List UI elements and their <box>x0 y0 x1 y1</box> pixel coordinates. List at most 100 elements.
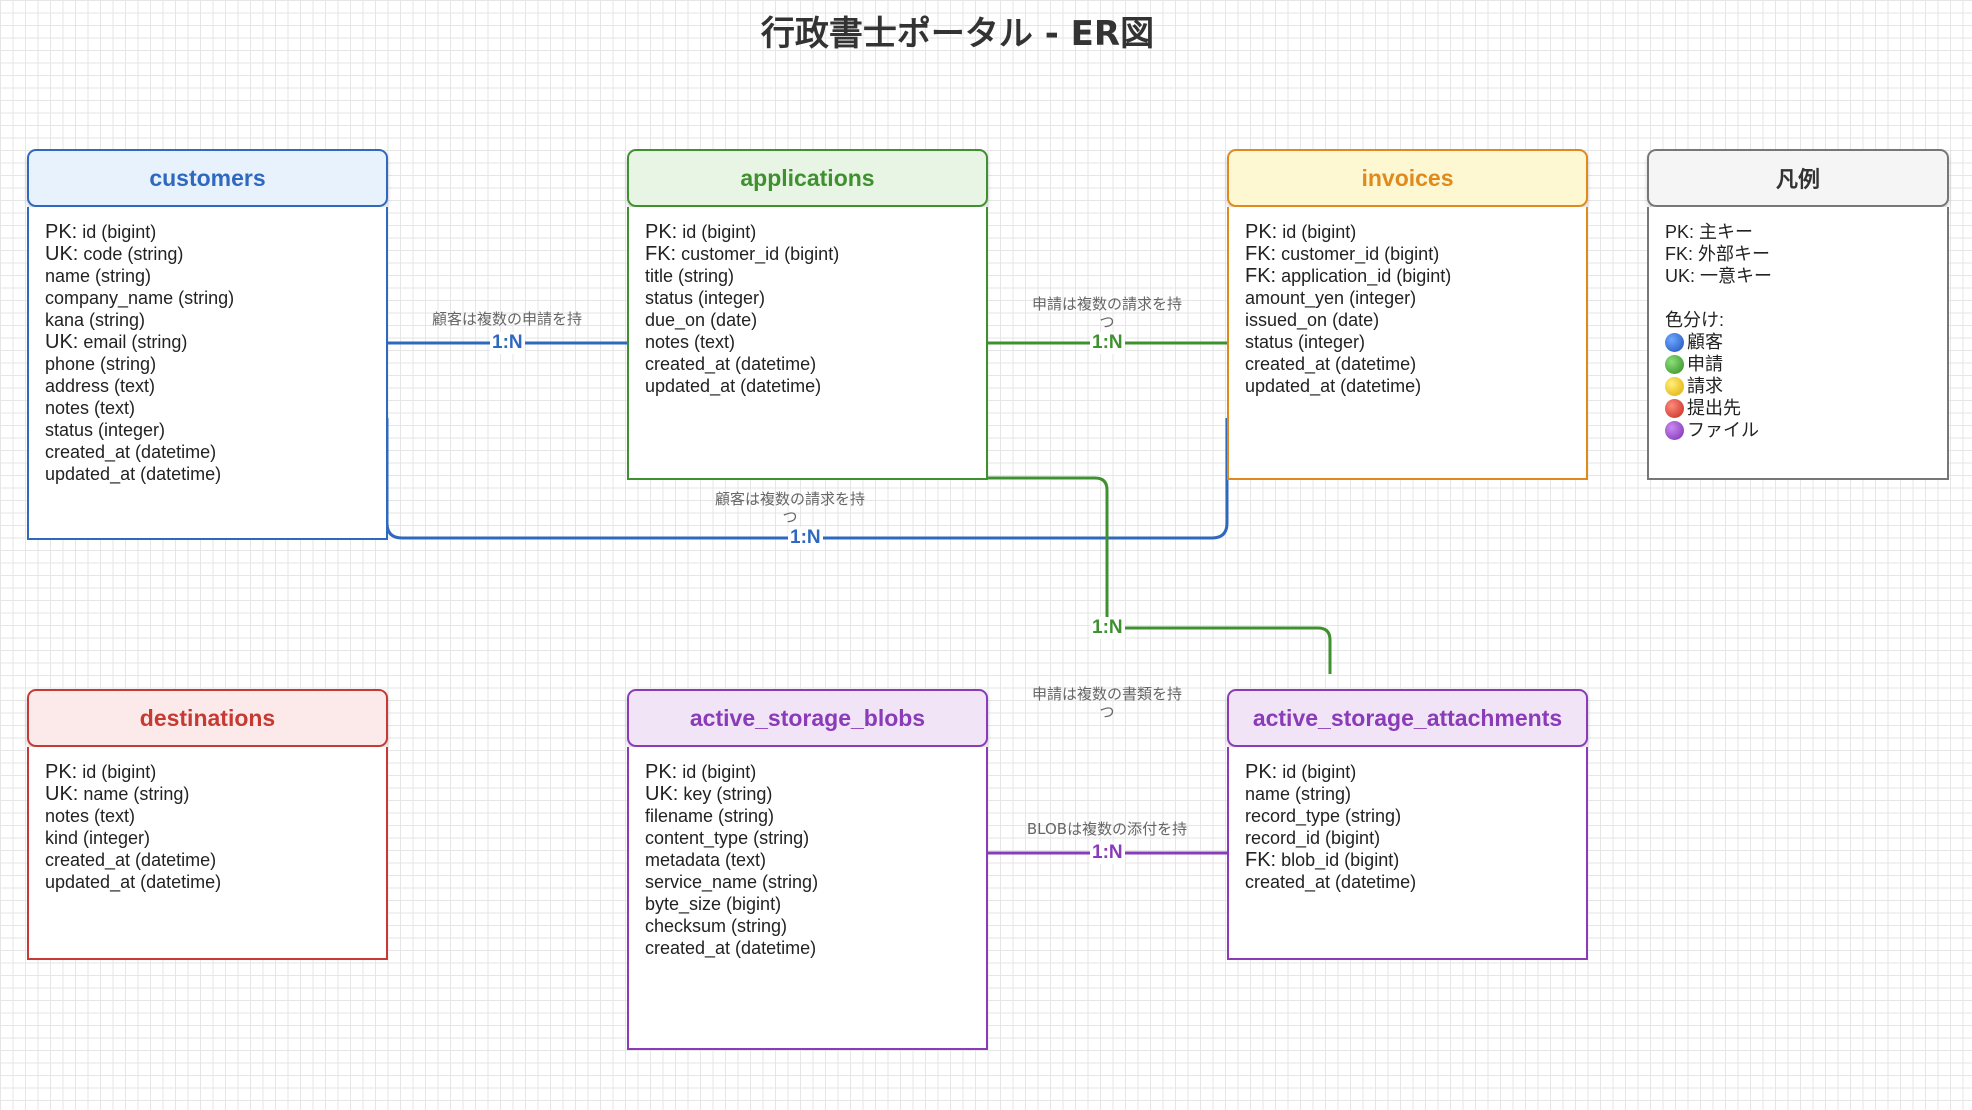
entity-invoices[interactable]: invoices PK: id (bigint) FK: customer_id… <box>1227 149 1588 480</box>
entity-active-storage-blobs[interactable]: active_storage_blobs PK: id (bigint) UK:… <box>627 689 988 1050</box>
field-row: notes (text) <box>645 331 970 353</box>
entity-name: applications <box>740 164 875 191</box>
field-row: PK: id (bigint) <box>1245 761 1570 783</box>
field-key: UK: <box>45 331 79 353</box>
legend-header: 凡例 <box>1647 149 1949 207</box>
legend-item-application: 申請 <box>1665 353 1931 375</box>
relation-label-customers-invoices: 顧客は複数の請求を持 つ <box>700 490 880 526</box>
field-text: created_at (datetime) <box>45 850 217 870</box>
field-text: status (integer) <box>1245 332 1366 352</box>
field-text: notes (text) <box>45 398 136 418</box>
field-key: PK: <box>1245 221 1278 243</box>
field-row: filename (string) <box>645 805 970 827</box>
field-text: updated_at (datetime) <box>45 872 222 892</box>
diagram-title: 行政書士ポータル - ER図 <box>760 14 1155 54</box>
field-text: issued_on (date) <box>1245 310 1380 330</box>
field-key: PK: <box>45 761 78 783</box>
field-row: PK: id (bigint) <box>1245 221 1570 243</box>
field-text: notes (text) <box>645 332 736 352</box>
field-row: checksum (string) <box>645 915 970 937</box>
field-text: created_at (datetime) <box>1245 872 1417 892</box>
field-text: code (string) <box>78 244 184 264</box>
legend-label: 提出先 <box>1687 398 1741 418</box>
field-text: id (bigint) <box>1277 222 1357 242</box>
field-row: name (string) <box>1245 783 1570 805</box>
field-text: notes (text) <box>45 806 136 826</box>
entity-destinations[interactable]: destinations PK: id (bigint) UK: name (s… <box>27 689 388 960</box>
entity-name: customers <box>149 164 266 191</box>
red-circle-icon <box>1665 398 1684 418</box>
entity-fields: PK: id (bigint) UK: code (string) name (… <box>27 207 388 540</box>
field-row: kana (string) <box>45 309 370 331</box>
entity-name: invoices <box>1361 164 1454 191</box>
entity-active-storage-attachments[interactable]: active_storage_attachments PK: id (bigin… <box>1227 689 1588 960</box>
field-text: status (integer) <box>45 420 166 440</box>
blue-circle-icon <box>1665 332 1684 352</box>
field-text: kind (integer) <box>45 828 151 848</box>
field-key: UK: <box>645 783 679 805</box>
cardinality-customers-applications: 1:N <box>490 332 525 354</box>
field-text: id (bigint) <box>77 762 157 782</box>
field-text: metadata (text) <box>645 850 767 870</box>
entity-fields: PK: id (bigint) FK: customer_id (bigint)… <box>1227 207 1588 480</box>
field-row: status (integer) <box>1245 331 1570 353</box>
field-row: metadata (text) <box>645 849 970 871</box>
legend-box: 凡例 PK: 主キー FK: 外部キー UK: 一意キー 色分け: 顧客 申請 … <box>1647 149 1949 480</box>
relation-label-customers-applications: 顧客は複数の申請を持 <box>417 310 597 328</box>
legend-item-invoice: 請求 <box>1665 375 1931 397</box>
field-row: UK: key (string) <box>645 783 970 805</box>
field-row: created_at (datetime) <box>645 937 970 959</box>
entity-name: destinations <box>139 704 276 731</box>
field-text: updated_at (datetime) <box>45 464 222 484</box>
legend-label: 請求 <box>1687 376 1723 396</box>
relation-label-wrap: つ <box>782 508 798 526</box>
entity-customers[interactable]: customers PK: id (bigint) UK: code (stri… <box>27 149 388 540</box>
field-text: id (bigint) <box>677 762 757 782</box>
field-row: notes (text) <box>45 397 370 419</box>
field-text: content_type (string) <box>645 828 810 848</box>
legend-label: ファイル <box>1687 420 1759 440</box>
field-row: created_at (datetime) <box>1245 353 1570 375</box>
entity-header: applications <box>627 149 988 207</box>
entity-header: active_storage_attachments <box>1227 689 1588 747</box>
field-row: amount_yen (integer) <box>1245 287 1570 309</box>
field-key: FK: <box>1245 243 1277 265</box>
entity-fields: PK: id (bigint) UK: key (string) filenam… <box>627 747 988 1050</box>
field-text: record_id (bigint) <box>1245 828 1381 848</box>
field-row: company_name (string) <box>45 287 370 309</box>
entity-applications[interactable]: applications PK: id (bigint) FK: custome… <box>627 149 988 480</box>
field-key: UK: <box>45 243 79 265</box>
legend-label: 申請 <box>1687 354 1723 374</box>
field-key: UK: <box>45 783 79 805</box>
field-text: kana (string) <box>45 310 146 330</box>
legend-color-heading: 色分け: <box>1665 310 1725 330</box>
field-text: filename (string) <box>645 806 775 826</box>
field-text: title (string) <box>645 266 735 286</box>
field-text: updated_at (datetime) <box>645 376 822 396</box>
field-text: record_type (string) <box>1245 806 1402 826</box>
relation-label-text: BLOBは複数の添付を持 <box>1026 820 1188 838</box>
field-row: PK: id (bigint) <box>45 761 370 783</box>
field-text: status (integer) <box>645 288 766 308</box>
field-text: name (string) <box>1245 784 1352 804</box>
cardinality-customers-invoices: 1:N <box>788 527 823 549</box>
relation-label-applications-attachments: 申請は複数の書類を持 つ <box>1017 685 1197 721</box>
field-text: address (text) <box>45 376 156 396</box>
relation-label-text: 顧客は複数の申請を持 <box>431 310 582 328</box>
cardinality-blobs-attachments: 1:N <box>1090 842 1125 864</box>
entity-fields: PK: id (bigint) name (string) record_typ… <box>1227 747 1588 960</box>
legend-label: 顧客 <box>1687 332 1723 352</box>
legend-key-pk: PK: 主キー <box>1665 222 1754 242</box>
relation-label-applications-invoices: 申請は複数の請求を持 つ <box>1017 295 1197 331</box>
field-row: FK: application_id (bigint) <box>1245 265 1570 287</box>
purple-circle-icon <box>1665 420 1684 440</box>
field-row: status (integer) <box>45 419 370 441</box>
field-row: address (text) <box>45 375 370 397</box>
field-row: byte_size (bigint) <box>645 893 970 915</box>
green-circle-icon <box>1665 354 1684 374</box>
field-text: created_at (datetime) <box>45 442 217 462</box>
field-row: FK: customer_id (bigint) <box>1245 243 1570 265</box>
field-row: FK: blob_id (bigint) <box>1245 849 1570 871</box>
legend-key-uk: UK: 一意キー <box>1665 266 1773 286</box>
yellow-circle-icon <box>1665 376 1684 396</box>
